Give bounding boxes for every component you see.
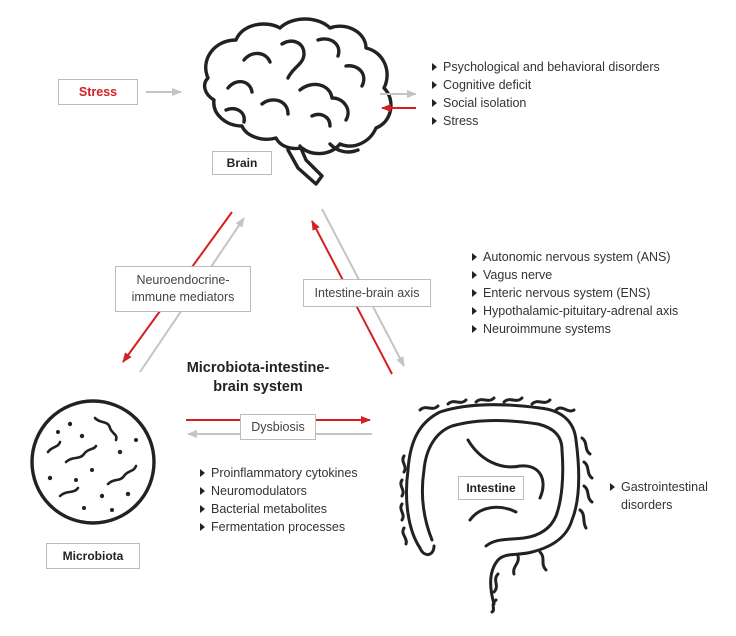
neuroendocrine-line-1: Neuroendocrine-: [136, 273, 230, 288]
list-item: Social isolation: [432, 94, 660, 112]
list-item: Proinflammatory cytokines: [200, 464, 358, 482]
brain-label: Brain: [212, 151, 272, 175]
list-item: Autonomic nervous system (ANS): [472, 248, 678, 266]
stress-label: Stress: [58, 79, 138, 105]
intestine-effects-line-2: disorders: [621, 498, 673, 512]
microbiota-label: Microbiota: [46, 543, 140, 569]
dysbiosis-label: Dysbiosis: [240, 414, 316, 440]
intestine-label: Intestine: [458, 476, 524, 500]
list-item: Hypothalamic-pituitary-adrenal axis: [472, 302, 678, 320]
list-item: Neuromodulators: [200, 482, 358, 500]
microbiota-products-list: Proinflammatory cytokines Neuromodulator…: [200, 464, 358, 536]
list-item: Bacterial metabolites: [200, 500, 358, 518]
list-item: Enteric nervous system (ENS): [472, 284, 678, 302]
intestine-illustration: [399, 396, 594, 614]
brain-illustration: [202, 17, 393, 186]
list-item: Neuroimmune systems: [472, 320, 678, 338]
list-item: Cognitive deficit: [432, 76, 660, 94]
intestine-brain-axis-label: Intestine-brain axis: [303, 279, 431, 307]
list-item: Fermentation processes: [200, 518, 358, 536]
bullet-icon: [610, 483, 615, 491]
neuroendocrine-immune-mediators-label: Neuroendocrine- immune mediators: [115, 266, 251, 312]
brain-effects-list: Psychological and behavioral disorders C…: [432, 58, 660, 130]
intestine-effects: Gastrointestinal disorders: [610, 478, 708, 514]
neuroendocrine-line-2: immune mediators: [131, 290, 235, 304]
intestine-effects-line-1: Gastrointestinal: [621, 480, 708, 494]
axis-pathways-list: Autonomic nervous system (ANS) Vagus ner…: [472, 248, 678, 338]
list-item: Psychological and behavioral disorders: [432, 58, 660, 76]
microbiota-illustration: [30, 399, 156, 525]
system-title: Microbiota-intestine-brain system: [186, 360, 330, 395]
list-item: Stress: [432, 112, 660, 130]
list-item: Vagus nerve: [472, 266, 678, 284]
